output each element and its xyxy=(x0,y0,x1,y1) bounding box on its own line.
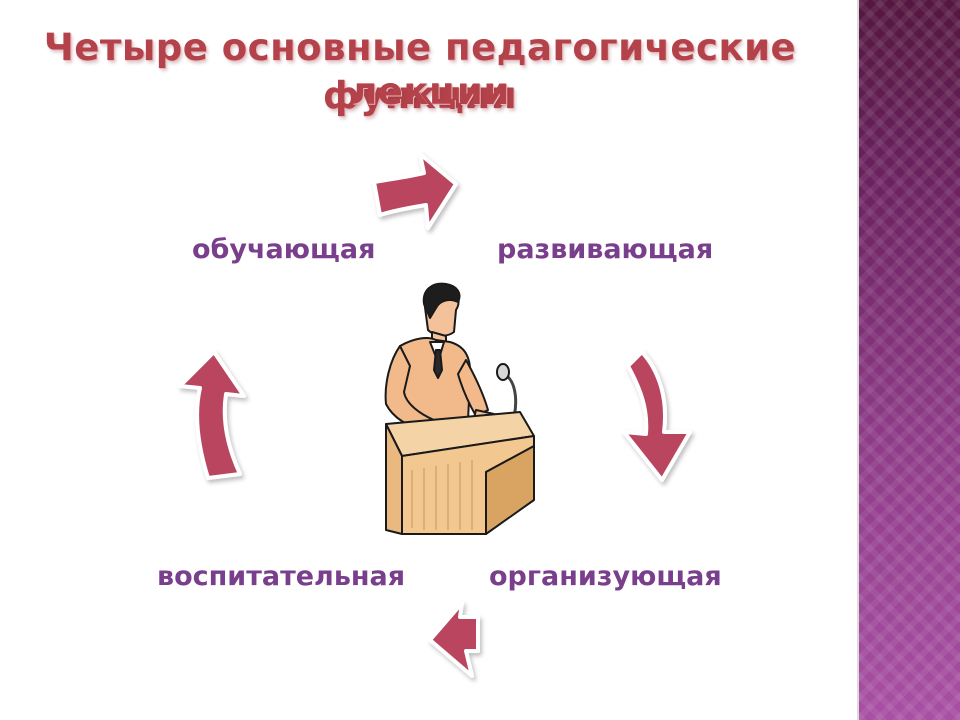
function-label-teaching: обучающая xyxy=(192,234,376,265)
arrow-right-icon xyxy=(372,152,458,230)
slide-title-line-2: лекции xyxy=(350,70,510,113)
lecturer-at-podium-icon xyxy=(384,282,535,535)
decorative-side-panel xyxy=(857,0,960,720)
arrow-left-icon xyxy=(428,601,480,678)
function-label-developing: развивающая xyxy=(497,234,714,265)
function-label-organizing: организующая xyxy=(489,561,722,592)
arrow-down-icon xyxy=(622,350,692,482)
slide-title-line-1: Четыре основные педагогические функции xyxy=(43,26,797,117)
function-label-educating: воспитательная xyxy=(157,561,406,592)
arrow-up-icon xyxy=(178,350,246,480)
